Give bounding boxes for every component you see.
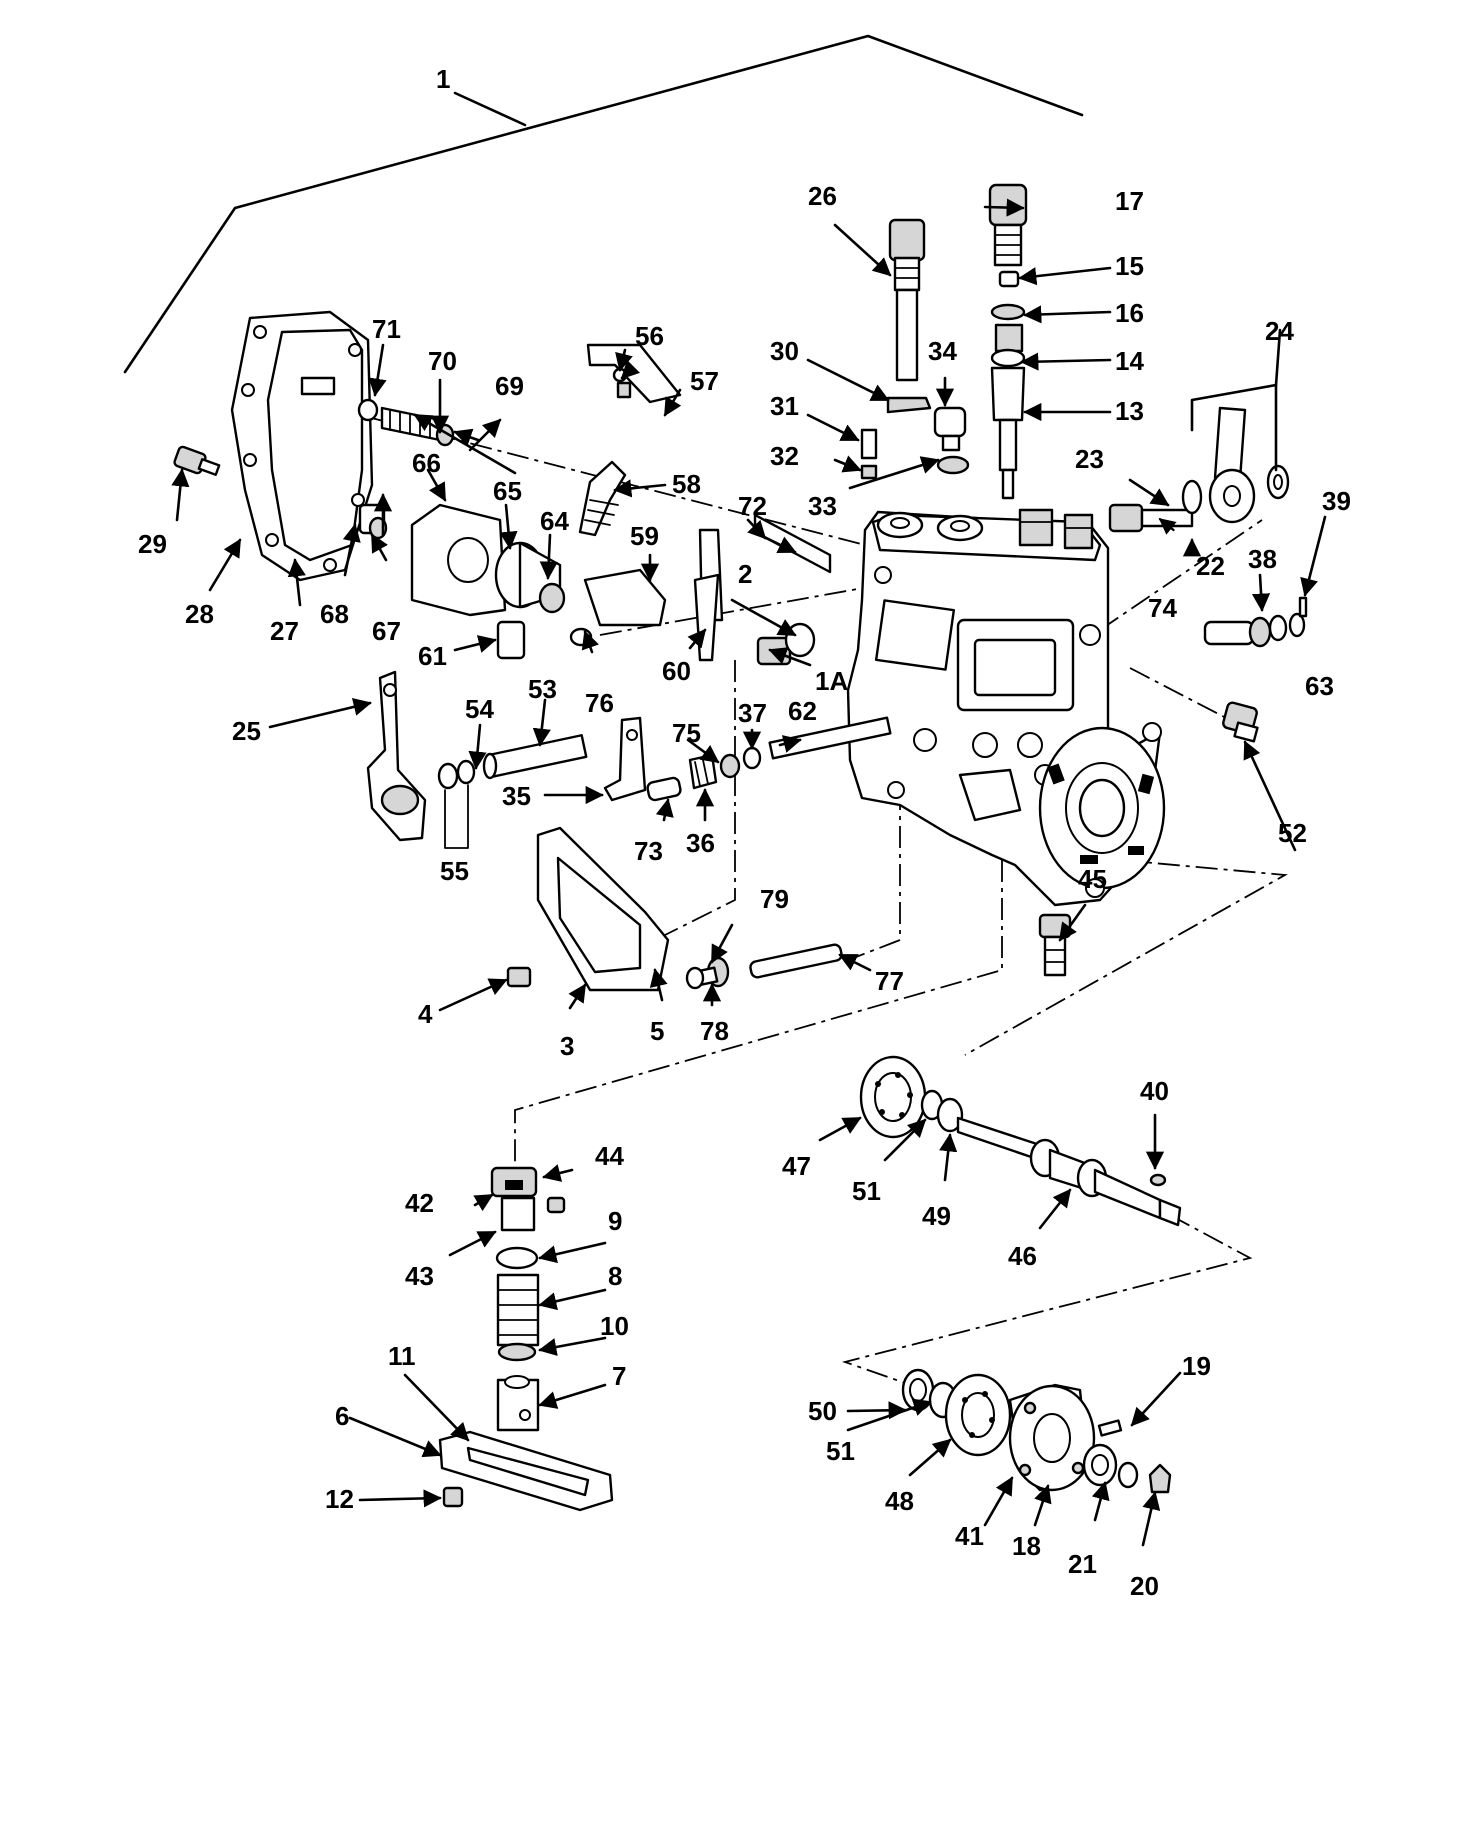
callout-36: 36 xyxy=(686,828,715,858)
callout-51a: 51 xyxy=(852,1176,881,1206)
callout-2: 2 xyxy=(738,559,752,589)
callout-12: 12 xyxy=(325,1484,354,1514)
callout-29: 29 xyxy=(138,529,167,559)
callout-45: 45 xyxy=(1078,864,1107,894)
callout-10: 10 xyxy=(600,1311,629,1341)
callout-5: 5 xyxy=(650,1016,664,1046)
callout-7: 7 xyxy=(612,1361,626,1391)
callout-37: 37 xyxy=(738,698,767,728)
callout-8: 8 xyxy=(608,1261,622,1291)
callout-61: 61 xyxy=(418,641,447,671)
callout-28: 28 xyxy=(185,599,214,629)
callout-78: 78 xyxy=(700,1016,729,1046)
callout-27: 27 xyxy=(270,616,299,646)
callout-34: 34 xyxy=(928,336,957,366)
callout-31: 31 xyxy=(770,391,799,421)
callout-22: 22 xyxy=(1196,551,1225,581)
right-side-small-parts xyxy=(1203,596,1308,743)
callout-20: 20 xyxy=(1130,1571,1159,1601)
callout-65: 65 xyxy=(493,476,522,506)
callout-14: 14 xyxy=(1115,346,1144,376)
callout-53: 53 xyxy=(528,674,557,704)
callout-18: 18 xyxy=(1012,1531,1041,1561)
governor-cover-assembly xyxy=(173,310,507,617)
callout-68: 68 xyxy=(320,599,349,629)
callout-26: 26 xyxy=(808,181,837,211)
callout-16: 16 xyxy=(1115,298,1144,328)
callout-66: 66 xyxy=(412,448,441,478)
bearing-end-assembly xyxy=(901,1368,1172,1494)
bottom-cover-assembly xyxy=(506,826,843,992)
callout-79: 79 xyxy=(760,884,789,914)
callout-17: 17 xyxy=(1115,186,1144,216)
pump-housing xyxy=(846,508,1166,907)
callout-44: 44 xyxy=(595,1141,624,1171)
callout-72: 72 xyxy=(738,491,767,521)
callout-70: 70 xyxy=(428,346,457,376)
callout-24: 24 xyxy=(1265,316,1294,346)
callout-38: 38 xyxy=(1248,544,1277,574)
delivery-valve-stack xyxy=(988,183,1028,500)
callout-1a: 1A xyxy=(815,666,848,696)
callout-71: 71 xyxy=(372,314,401,344)
callout-64: 64 xyxy=(540,506,569,536)
callout-30: 30 xyxy=(770,336,799,366)
callout-62: 62 xyxy=(788,696,817,726)
callout-48: 48 xyxy=(885,1486,914,1516)
callout-40: 40 xyxy=(1140,1076,1169,1106)
callout-11: 11 xyxy=(388,1341,416,1371)
callout-1: 1 xyxy=(436,64,450,94)
callout-43: 43 xyxy=(405,1261,434,1291)
leader-arrows xyxy=(171,198,1327,1547)
bottom-fitting-45 xyxy=(1038,913,1072,977)
callout-60: 60 xyxy=(662,656,691,686)
callout-labels: 1 17 26 15 16 14 13 24 30 31 32 33 34 23… xyxy=(138,64,1351,1601)
callout-77: 77 xyxy=(875,966,904,996)
callout-41: 41 xyxy=(955,1521,984,1551)
callout-49: 49 xyxy=(922,1201,951,1231)
callout-42: 42 xyxy=(405,1188,434,1218)
banjo-fitting-assembly xyxy=(1108,328,1290,533)
callout-32: 32 xyxy=(770,441,799,471)
callout-23: 23 xyxy=(1075,444,1104,474)
callout-15: 15 xyxy=(1115,251,1144,281)
callout-55: 55 xyxy=(440,856,469,886)
callout-74: 74 xyxy=(1148,593,1177,623)
callout-3: 3 xyxy=(560,1031,574,1061)
callout-19: 19 xyxy=(1182,1351,1211,1381)
callout-57: 57 xyxy=(690,366,719,396)
callout-9: 9 xyxy=(608,1206,622,1236)
callout-35: 35 xyxy=(502,781,531,811)
callout-6: 6 xyxy=(335,1401,349,1431)
callout-56: 56 xyxy=(635,321,664,351)
callout-76: 76 xyxy=(585,688,614,718)
assembly-bracket-1 xyxy=(123,34,1084,374)
tappet-assembly xyxy=(438,1166,614,1512)
callout-75: 75 xyxy=(672,718,701,748)
callout-73: 73 xyxy=(634,836,663,866)
callout-39: 39 xyxy=(1322,486,1351,516)
callout-50: 50 xyxy=(808,1396,837,1426)
callout-58: 58 xyxy=(672,469,701,499)
callout-63: 63 xyxy=(1305,671,1334,701)
callout-59: 59 xyxy=(630,521,659,551)
bleeder-screw-assembly xyxy=(860,218,970,480)
callout-13: 13 xyxy=(1115,396,1144,426)
callout-54: 54 xyxy=(465,694,494,724)
callout-67: 67 xyxy=(372,616,401,646)
callout-4: 4 xyxy=(418,999,433,1029)
callout-46: 46 xyxy=(1008,1241,1037,1271)
callout-51b: 51 xyxy=(826,1436,855,1466)
callout-33: 33 xyxy=(808,491,837,521)
callout-21: 21 xyxy=(1068,1549,1097,1579)
callout-69: 69 xyxy=(495,371,524,401)
callout-25: 25 xyxy=(232,716,261,746)
callout-47: 47 xyxy=(782,1151,811,1181)
camshaft-assembly xyxy=(859,1055,1182,1227)
callout-52: 52 xyxy=(1278,818,1307,848)
